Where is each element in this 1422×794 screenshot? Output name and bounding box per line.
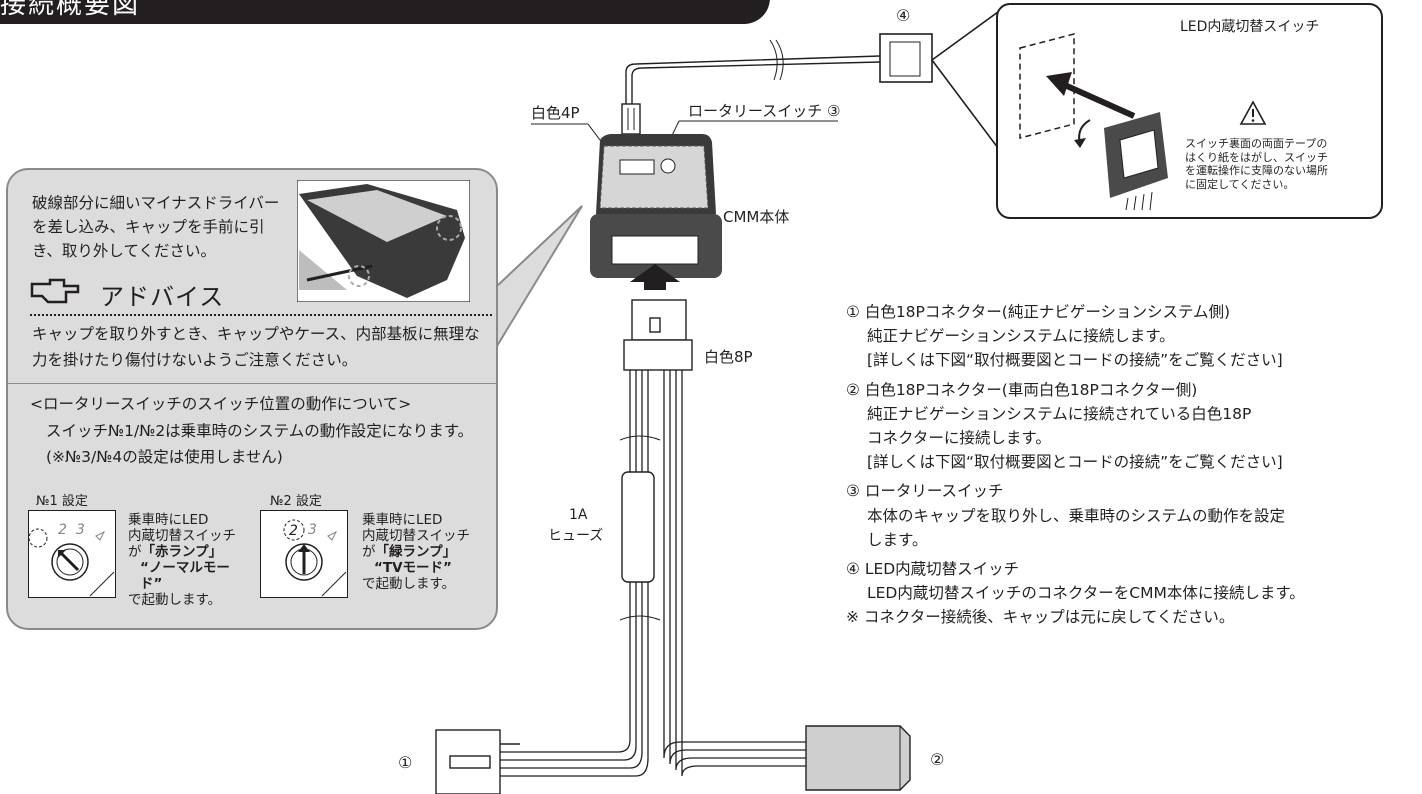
- led-switch-cable: [625, 39, 881, 104]
- rotary-dial-2-icon: 2 3: [260, 510, 348, 598]
- rotary-description: スイッチ№1/№2は乗車時のシステムの動作設定になります。(※№3/№4の設定は…: [46, 422, 474, 466]
- led-panel-title: LED内蔵切替スイッチ: [1180, 19, 1320, 35]
- title-banner: [0, 0, 770, 24]
- cap-removal-photo: [297, 180, 470, 302]
- warning-icon: [1239, 100, 1267, 125]
- white-8p-connector: [623, 299, 693, 371]
- svg-text:2: 2: [58, 522, 67, 538]
- callout-pointer: [496, 205, 583, 350]
- page-title: 接続概要図: [0, 0, 141, 20]
- pointing-hand-icon: [30, 278, 80, 304]
- description-block: ① 白色18Pコネクター(純正ナビゲーションシステム側) 純正ナビゲーションシス…: [846, 300, 1416, 630]
- svg-text:3: 3: [76, 522, 85, 538]
- setting-2-text: 乗車時にLED 内蔵切替スイッチ が「緑ランプ」 “TVモード” で起動します。: [362, 512, 470, 592]
- svg-text:3: 3: [308, 522, 317, 538]
- label-fuse-rating: 1A: [569, 507, 588, 523]
- label-fuse: ヒューズ: [548, 528, 604, 544]
- advice-text: キャップを取り外すとき、キャップやケース、内部基板に無理な力を掛けたり傷付けない…: [32, 325, 480, 369]
- led-switch-panel: [996, 3, 1383, 219]
- callout-divider: [6, 383, 498, 384]
- led-install-illustration: [1019, 33, 1168, 210]
- connector-1: [435, 729, 520, 794]
- led-switch-top: [879, 10, 999, 151]
- label-rotary-switch: ロータリースイッチ ③: [688, 102, 841, 120]
- advice-dotted-rule: [30, 314, 492, 316]
- rotary-heading: <ロータリースイッチのスイッチ位置の動作について>: [30, 395, 412, 413]
- desc-2-head: ② 白色18Pコネクター(車両白色18Pコネクター側): [846, 380, 1198, 399]
- cmm-body: [590, 134, 722, 290]
- harness-wires: [500, 370, 808, 777]
- led-warning-text: スイッチ裏面の両面テープの はくり紙をはがし、スイッチ を運転操作に支障のない場…: [1185, 137, 1328, 191]
- setting-1-label: №1 設定: [36, 494, 88, 509]
- desc-note: ※ コネクター接続後、キャップは元に戻してください。: [846, 608, 1235, 627]
- desc-3-head: ③ ロータリースイッチ: [846, 482, 1004, 501]
- desc-1-head: ① 白色18Pコネクター(純正ナビゲーションシステム側): [846, 303, 1231, 321]
- marker-1: ①: [398, 753, 413, 772]
- label-white-8p: 白色8P: [704, 348, 753, 366]
- label-cmm-body: CMM本体: [723, 208, 790, 226]
- connector-2: [805, 725, 911, 791]
- fuse-1a: [619, 435, 661, 621]
- rotary-dial-1-icon: 2 3: [28, 510, 116, 598]
- svg-text:2: 2: [289, 523, 298, 539]
- white-4p-connector: [621, 103, 641, 135]
- setting-2-label: №2 設定: [270, 494, 322, 509]
- cap-removal-text: 破線部分に細いマイナスドライバーを差し込み、キャップを手前に引き、取り外してくだ…: [32, 194, 280, 260]
- marker-4: ④: [896, 6, 911, 25]
- advice-label: アドバイス: [100, 283, 225, 311]
- setting-1-text: 乗車時にLED 内蔵切替スイッチ が「赤ランプ」 “ノーマルモード” で起動しま…: [128, 512, 236, 608]
- desc-4-head: ④ LED内蔵切替スイッチ: [846, 560, 1020, 579]
- label-white-4p: 白色4P: [531, 104, 580, 122]
- marker-2: ②: [930, 750, 945, 769]
